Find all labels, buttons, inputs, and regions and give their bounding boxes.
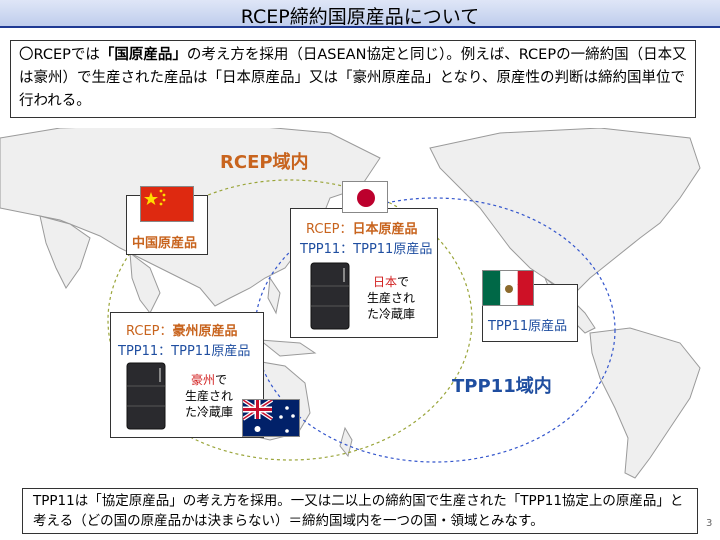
australia-fridge-desc: 豪州で 生産され た冷蔵庫 — [180, 372, 238, 420]
australia-rcep-prefix: RCEP： — [126, 324, 173, 339]
australia-country: 豪州 — [190, 373, 215, 387]
title-bar: RCEP締約国原産品について — [0, 0, 720, 28]
japan-fridge-icon — [310, 262, 350, 330]
intro-highlight: 「国原産品」 — [99, 47, 187, 63]
mexico-origin-label: TPP11原産品 — [488, 319, 568, 334]
japan-country: 日本 — [372, 275, 397, 289]
intro-text-rest: の考え方を採用（日ASEAN協定と同じ）。例えば、RCEPの一締約国（日本又は豪… — [19, 47, 687, 109]
china-flag — [140, 186, 194, 222]
mexico-flag — [482, 270, 534, 306]
australia-desc-2: 生産され — [184, 389, 233, 403]
china-origin-label: 中国原産品 — [132, 236, 198, 251]
australia-rcep-line: RCEP：豪州原産品 — [126, 320, 238, 339]
australia-tpp-line: TPP11：TPP11原産品 — [118, 344, 251, 359]
tpp11-zone-label: TPP11域内 — [452, 376, 552, 397]
japan-desc-2: 生産され — [366, 291, 415, 305]
rcep-zone-label: RCEP域内 — [220, 152, 309, 173]
australia-desc-3: た冷蔵庫 — [184, 405, 233, 419]
australia-desc-1: で — [215, 373, 228, 387]
japan-desc-1: で — [397, 275, 410, 289]
page-number: 3 — [706, 518, 713, 529]
australia-fridge-icon — [126, 362, 166, 430]
bottom-note-box: TPP11は「協定原産品」の考え方を採用。一又は二以上の締約国で生産された「TP… — [22, 488, 698, 534]
japan-desc-3: た冷蔵庫 — [366, 307, 415, 321]
australia-flag — [242, 399, 300, 437]
japan-rcep-prefix: RCEP： — [306, 222, 353, 237]
bottom-note-text: TPP11は「協定原産品」の考え方を採用。一又は二以上の締約国で生産された「TP… — [33, 493, 684, 529]
japan-fridge-desc: 日本で 生産され た冷蔵庫 — [362, 274, 420, 322]
japan-tpp-line: TPP11：TPP11原産品 — [300, 242, 433, 257]
intro-box: 〇RCEPでは「国原産品」の考え方を採用（日ASEAN協定と同じ）。例えば、RC… — [10, 40, 696, 118]
intro-text-start: 〇RCEPでは — [19, 47, 100, 63]
page-title: RCEP締約国原産品について — [240, 6, 480, 28]
japan-rcep-line: RCEP：日本原産品 — [306, 218, 418, 237]
australia-rcep-value: 豪州原産品 — [172, 324, 238, 339]
japan-flag — [342, 181, 388, 213]
japan-rcep-value: 日本原産品 — [352, 222, 418, 237]
